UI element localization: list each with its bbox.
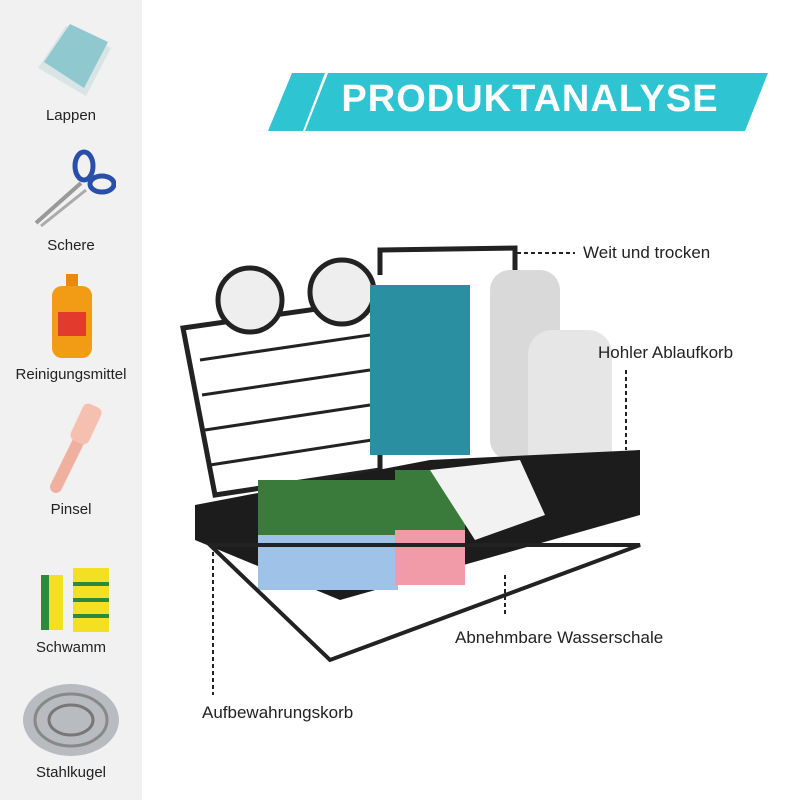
- sidebar-item-pinsel: Pinsel: [0, 402, 142, 518]
- detergent-bottle-icon: [52, 274, 92, 358]
- sidebar-item-lappen: Lappen: [0, 18, 142, 124]
- sidebar-item-stahlkugel: Stahlkugel: [0, 680, 142, 781]
- callout-tray: Abnehmbare Wasserschale: [455, 628, 664, 647]
- sidebar-item-schere: Schere: [0, 148, 142, 254]
- callout-basket: Aufbewahrungskorb: [202, 703, 354, 722]
- accessory-sidebar: Lappen Schere Reinigungsmittel Pinsel Sc…: [0, 0, 142, 800]
- callout-drain: Hohler Ablaufkorb: [598, 343, 734, 362]
- callout-top: Weit und trocken: [583, 243, 711, 262]
- cloth-icon: [38, 24, 111, 96]
- sidebar-item-schwamm: Schwamm: [0, 560, 142, 656]
- steel-wool-icon: [23, 684, 119, 756]
- brush-icon: [50, 403, 102, 493]
- page-title: PRODUKTANALYSE: [341, 78, 719, 120]
- sidebar-item-reinigungsmittel: Reinigungsmittel: [0, 272, 142, 383]
- scissors-icon: [34, 149, 116, 228]
- sponge-icon: [41, 568, 109, 632]
